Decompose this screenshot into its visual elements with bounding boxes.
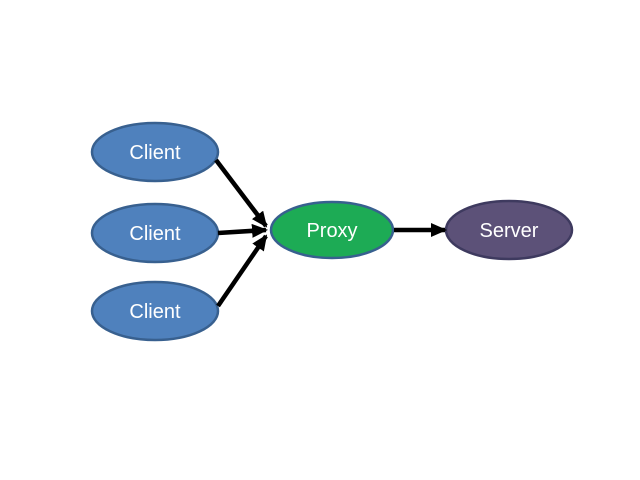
client-1-ellipse — [90, 121, 220, 183]
client-1-label: Client — [129, 142, 181, 164]
node-client-3: Client — [90, 280, 220, 342]
server-label: Server — [480, 220, 539, 242]
client-3-ellipse — [90, 280, 220, 342]
client-2-label: Client — [129, 223, 181, 245]
client-3-label: Client — [129, 301, 181, 323]
edge-client3-to-proxy — [216, 234, 268, 308]
edge-client1-to-proxy — [214, 158, 268, 228]
node-client-1: Client — [90, 121, 220, 183]
node-proxy — [269, 200, 395, 260]
node-server: Server — [444, 199, 574, 261]
edge-client2-to-proxy — [217, 223, 268, 238]
proxy-label: Proxy — [306, 220, 357, 242]
node-client-2: Client — [90, 202, 220, 264]
proxy-ellipse — [269, 200, 395, 260]
